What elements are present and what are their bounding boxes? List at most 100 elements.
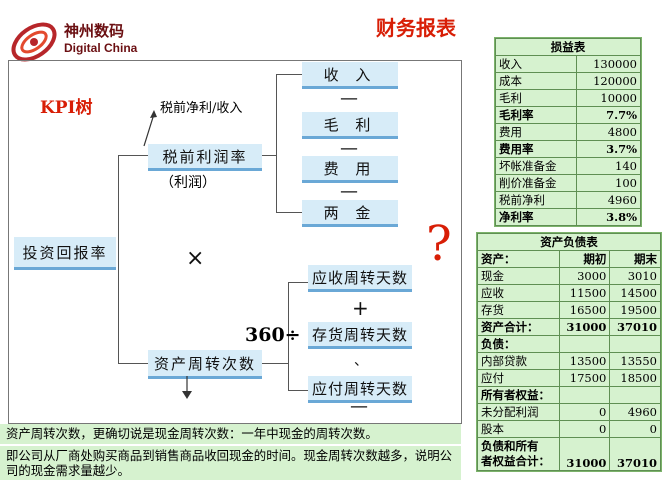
income-row-value: 3.7% bbox=[576, 140, 641, 158]
balance-row-end: 14500 bbox=[609, 284, 661, 302]
balance-row-end bbox=[609, 335, 661, 353]
balance-row-label: 应付 bbox=[477, 369, 560, 387]
node-payable-days: 应付周转天数 bbox=[308, 376, 412, 403]
bs-total-label: 负债和所有者权益合计： bbox=[477, 437, 560, 471]
node-profit-sub: （利润） bbox=[160, 175, 216, 191]
balance-row-end: 13550 bbox=[609, 352, 661, 370]
question-mark: ? bbox=[426, 216, 452, 272]
bs-total-begin: 31000 bbox=[558, 437, 611, 471]
balance-row-label: 资产： bbox=[477, 250, 560, 268]
down-arrow-icon bbox=[182, 376, 192, 399]
operator-minus: — bbox=[340, 138, 358, 159]
income-row-label: 毛利 bbox=[494, 89, 578, 107]
connector bbox=[118, 363, 148, 364]
connector bbox=[288, 282, 308, 283]
income-row-label: 收入 bbox=[494, 55, 578, 73]
balance-row-begin: 期初 bbox=[558, 250, 611, 268]
income-row-label: 削价准备金 bbox=[494, 174, 578, 192]
connector bbox=[276, 74, 277, 212]
balance-row-end: 37010 bbox=[609, 318, 661, 336]
balance-row-label: 所有者权益： bbox=[477, 386, 560, 404]
node-two-funds: 两 金 bbox=[302, 200, 398, 227]
income-row-value: 7.7% bbox=[576, 106, 641, 124]
logo-english: Digital China bbox=[64, 41, 138, 55]
annotation-text: 税前净利/收入 bbox=[160, 101, 243, 116]
connector bbox=[118, 155, 148, 156]
operator-times: × bbox=[186, 246, 205, 271]
income-row-value: 100 bbox=[576, 174, 641, 192]
balance-row-begin: 0 bbox=[558, 403, 611, 421]
connector bbox=[276, 74, 302, 75]
node-revenue: 收 入 bbox=[302, 62, 398, 89]
page-title: 财务报表 bbox=[376, 16, 456, 40]
income-row-label: 费用 bbox=[494, 123, 578, 141]
node-inventory-days: 存货周转天数 bbox=[308, 322, 412, 349]
operator-360-divide: 360÷ bbox=[245, 324, 301, 346]
connector bbox=[262, 363, 288, 364]
balance-row-label: 未分配利润 bbox=[477, 403, 560, 421]
note-line-1: 资产周转次数，更确切说是现金周转次数：一年中现金的周转次数。 bbox=[0, 424, 461, 444]
tree-frame bbox=[8, 60, 462, 424]
income-row-value: 130000 bbox=[576, 55, 641, 73]
balance-row-begin: 11500 bbox=[558, 284, 611, 302]
kpi-tree-label: KPI树 bbox=[40, 98, 93, 118]
annotation-arrow-icon bbox=[143, 110, 157, 147]
income-row-label: 净利率 bbox=[494, 208, 578, 226]
operator-minus: — bbox=[340, 88, 358, 109]
balance-row-end: 期末 bbox=[609, 250, 661, 268]
income-row-label: 费用率 bbox=[494, 140, 578, 158]
node-expense: 费 用 bbox=[302, 156, 398, 183]
income-row-value: 120000 bbox=[576, 72, 641, 90]
balance-row: 所有者权益： bbox=[477, 386, 661, 404]
balance-row-end: 18500 bbox=[609, 369, 661, 387]
node-receivable-days: 应收周转天数 bbox=[308, 265, 412, 292]
income-row-label: 成本 bbox=[494, 72, 578, 90]
balance-row-label: 现金 bbox=[477, 267, 560, 285]
balance-row-begin: 3000 bbox=[558, 267, 611, 285]
income-row-label: 税前净利 bbox=[494, 191, 578, 209]
operator-plus: + bbox=[352, 296, 369, 320]
balance-row-end: 0 bbox=[609, 420, 661, 438]
balance-row-begin bbox=[558, 335, 611, 353]
logo-swirl-icon bbox=[11, 22, 57, 62]
balance-row-end bbox=[609, 386, 661, 404]
node-asset-turnover: 资产周转次数 bbox=[148, 350, 262, 379]
bs-total-end: 37010 bbox=[609, 437, 661, 471]
operator-minus: — bbox=[350, 396, 368, 417]
balance-row-begin: 0 bbox=[558, 420, 611, 438]
balance-row-begin: 31000 bbox=[558, 318, 611, 336]
balance-row-label: 应收 bbox=[477, 284, 560, 302]
balance-row-begin: 13500 bbox=[558, 352, 611, 370]
connector bbox=[276, 212, 302, 213]
node-pretax-profit-rate: 税前利润率 bbox=[148, 144, 262, 171]
income-row-label: 毛利率 bbox=[494, 106, 578, 124]
income-row-value: 3.8% bbox=[576, 208, 641, 226]
node-gross-profit: 毛 利 bbox=[302, 112, 398, 139]
balance-row-begin: 16500 bbox=[558, 301, 611, 319]
balance-row-label: 股本 bbox=[477, 420, 560, 438]
balance-row-label: 存货 bbox=[477, 301, 560, 319]
connector bbox=[262, 155, 276, 156]
node-investment-return: 投资回报率 bbox=[14, 237, 116, 270]
balance-row-end: 3010 bbox=[609, 267, 661, 285]
balance-row-end: 4960 bbox=[609, 403, 661, 421]
income-statement-title: 损益表 bbox=[495, 38, 641, 56]
